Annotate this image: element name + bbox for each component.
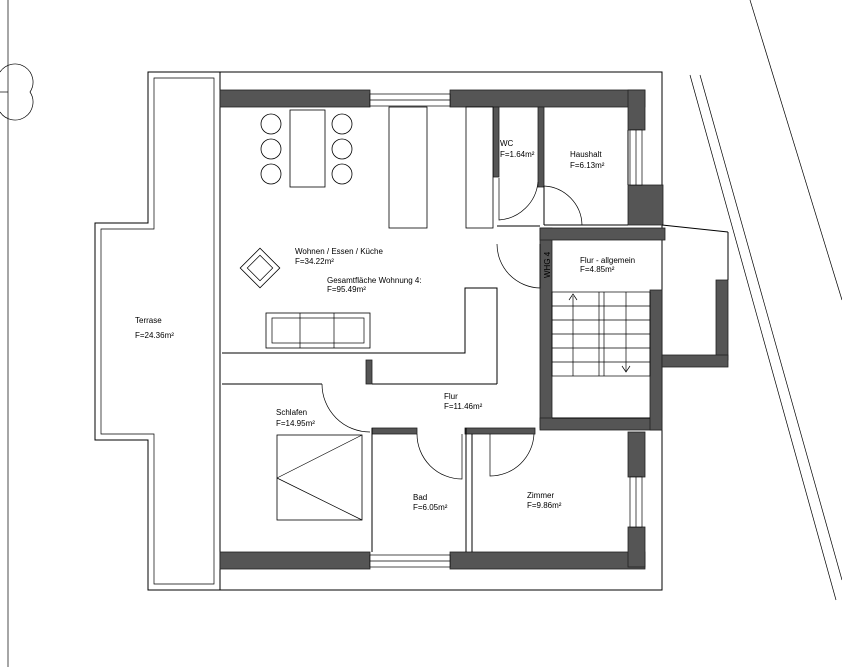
wc-name: WC <box>500 139 514 148</box>
wc-area: F=1.64m² <box>500 150 535 159</box>
total-area-value: F=95.49m² <box>327 285 366 294</box>
terrace-name: Terrase <box>135 316 162 325</box>
windows <box>369 93 643 568</box>
total-area-name: Gesamtfläche Wohnung 4: <box>327 276 422 285</box>
furniture <box>239 106 494 521</box>
hall-name: Flur <box>444 392 458 401</box>
room-labels: Terrase F=24.36m² Wohnen / Essen / Küche… <box>135 139 635 512</box>
doors <box>321 178 583 480</box>
utility-name: Haushalt <box>570 150 602 159</box>
room-name: Zimmer <box>527 491 554 500</box>
walls <box>219 89 729 570</box>
bath-area: F=6.05m² <box>413 503 448 512</box>
common-hall-area: F=4.85m² <box>580 265 615 274</box>
bedroom-name: Schlafen <box>276 408 307 417</box>
building-outline <box>219 71 663 591</box>
hall-area: F=11.46m² <box>444 402 483 411</box>
living-name: Wohnen / Essen / Küche <box>295 247 383 256</box>
utility-area: F=6.13m² <box>570 161 605 170</box>
unit-label: WHG 4 <box>543 251 552 278</box>
common-hall-name: Flur - allgemein <box>580 256 635 265</box>
bath-name: Bad <box>413 493 427 502</box>
room-area: F=9.86m² <box>527 501 562 510</box>
interior-walls <box>222 130 729 552</box>
living-area: F=34.22m² <box>295 257 334 266</box>
staircase <box>551 291 651 377</box>
bedroom-area: F=14.95m² <box>276 419 315 428</box>
terrace-area: F=24.36m² <box>135 331 174 340</box>
